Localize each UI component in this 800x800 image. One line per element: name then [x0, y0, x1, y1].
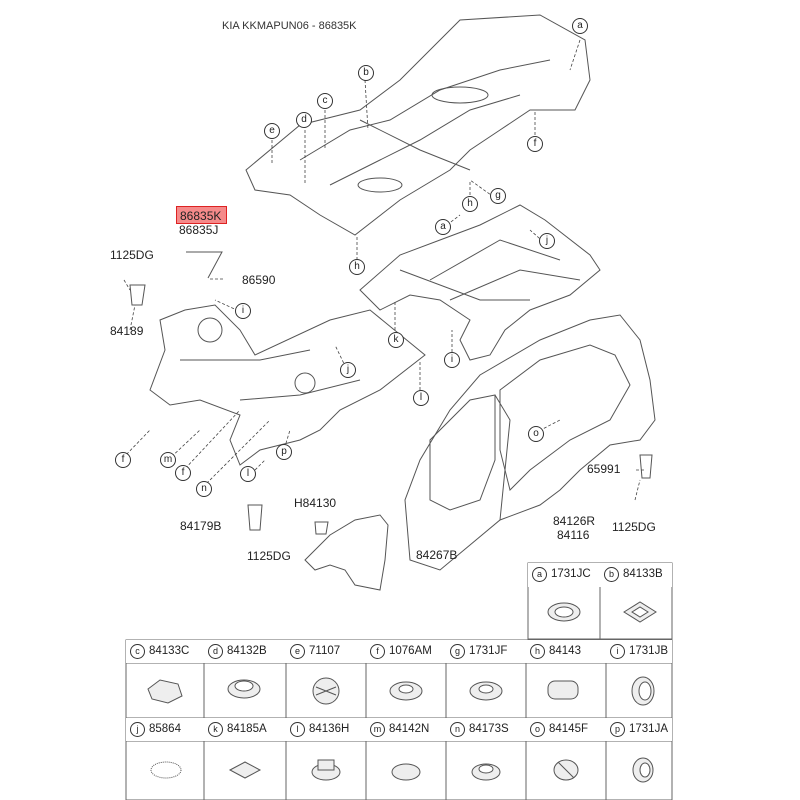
callout-a-frame[interactable]: a: [435, 219, 451, 235]
callout-h-top[interactable]: h: [462, 196, 478, 212]
legend-letter: n: [450, 722, 465, 737]
legend-code: 84133B: [623, 568, 663, 580]
fender-shape: [304, 514, 389, 591]
part-label-h84130[interactable]: H84130: [294, 496, 337, 510]
callout-p[interactable]: p: [276, 444, 292, 460]
callout-c[interactable]: c: [317, 93, 333, 109]
legend-code: 1731JF: [469, 645, 508, 657]
legend-cell-l[interactable]: l 84136H: [286, 718, 366, 741]
callout-i-left[interactable]: i: [235, 303, 251, 319]
callout-k[interactable]: k: [388, 332, 404, 348]
callout-f-mid[interactable]: f: [175, 465, 191, 481]
legend-letter: j: [130, 722, 145, 737]
legend-cell-e[interactable]: e 71107: [286, 640, 366, 663]
legend-code: 1731JB: [629, 645, 669, 657]
legend-code: 84132B: [227, 645, 267, 657]
legend-letter: g: [450, 644, 465, 659]
legend-code: 1731JC: [551, 568, 591, 580]
side-panel-shape: [404, 314, 656, 571]
callout-n[interactable]: n: [196, 481, 212, 497]
legend-cell-o[interactable]: o 84145F: [526, 718, 606, 741]
legend-cell-m[interactable]: m 84142N: [366, 718, 446, 741]
part-label-1125dg-bottom[interactable]: 1125DG: [247, 549, 291, 563]
callout-l-left[interactable]: l: [240, 466, 256, 482]
callout-f-left[interactable]: f: [115, 452, 131, 468]
part-label-84126r[interactable]: 84126R: [553, 514, 596, 528]
legend-cell-i[interactable]: i 1731JB: [606, 640, 672, 663]
legend-cell-f[interactable]: f 1076AM: [366, 640, 446, 663]
highlighted-part-label[interactable]: 86835K: [176, 206, 227, 224]
callout-i-mid[interactable]: i: [444, 352, 460, 368]
callout-g[interactable]: g: [490, 188, 506, 204]
legend-code: 84143: [549, 645, 581, 657]
part-label-86590[interactable]: 86590: [242, 273, 276, 287]
legend-letter: b: [604, 567, 619, 582]
legend-code: 71107: [309, 645, 341, 657]
rear-frame-shape: [359, 204, 601, 361]
legend-letter: f: [370, 644, 385, 659]
callout-d[interactable]: d: [296, 112, 312, 128]
part-label-1125dg-left[interactable]: 1125DG: [110, 248, 154, 262]
legend-code: 84145F: [549, 723, 589, 735]
legend-code: 84136H: [309, 723, 350, 735]
part-label-84116[interactable]: 84116: [557, 528, 590, 542]
callout-j-top[interactable]: j: [539, 233, 555, 249]
legend-letter: d: [208, 644, 223, 659]
legend-cell-k[interactable]: k 84185A: [204, 718, 286, 741]
part-label-84267b[interactable]: 84267B: [416, 548, 458, 562]
legend-cell-d[interactable]: d 84132B: [204, 640, 286, 663]
legend-letter: m: [370, 722, 385, 737]
front-frame-shape: [149, 304, 426, 466]
callout-b[interactable]: b: [358, 65, 374, 81]
part-label-84179b[interactable]: 84179B: [180, 519, 222, 533]
part-label-65991[interactable]: 65991: [587, 462, 621, 476]
legend-letter: o: [530, 722, 545, 737]
legend-cell-b[interactable]: b 84133B: [600, 563, 672, 587]
legend-cell-p[interactable]: p 1731JA: [606, 718, 672, 741]
legend-cell-a[interactable]: a 1731JC: [528, 563, 601, 587]
legend-code: 84133C: [149, 645, 190, 657]
callout-l[interactable]: l: [413, 390, 429, 406]
legend-cell-h[interactable]: h 84143: [526, 640, 606, 663]
legend-letter: c: [130, 644, 145, 659]
callout-j-mid[interactable]: j: [340, 362, 356, 378]
legend-code: 1731JA: [629, 723, 669, 735]
legend-cell-j[interactable]: j 85864: [126, 718, 204, 741]
part-label-86835j[interactable]: 86835J: [179, 223, 219, 237]
callout-e[interactable]: e: [264, 123, 280, 139]
legend-code: 84185A: [227, 723, 267, 735]
legend-letter: k: [208, 722, 223, 737]
callout-h-left[interactable]: h: [349, 259, 365, 275]
legend-letter: h: [530, 644, 545, 659]
legend-letter: p: [610, 722, 625, 737]
floor-pan-shape: [245, 14, 591, 236]
legend-cell-g[interactable]: g 1731JF: [446, 640, 526, 663]
legend-letter: e: [290, 644, 305, 659]
callout-m[interactable]: m: [160, 452, 176, 468]
part-label-1125dg-right[interactable]: 1125DG: [612, 520, 656, 534]
legend-cell-n[interactable]: n 84173S: [446, 718, 526, 741]
legend-letter: a: [532, 567, 547, 582]
part-label-84189[interactable]: 84189: [110, 324, 144, 338]
legend-letter: i: [610, 644, 625, 659]
diagram-title: KIA KKMAPUN06 - 86835K: [222, 20, 357, 32]
highlighted-part-code: 86835K: [180, 209, 222, 223]
legend-code: 85864: [149, 723, 181, 735]
legend-code: 1076AM: [389, 645, 432, 657]
legend-cell-c[interactable]: c 84133C: [126, 640, 204, 663]
legend-code: 84142N: [389, 723, 430, 735]
legend-code: 84173S: [469, 723, 509, 735]
legend-letter: l: [290, 722, 305, 737]
callout-f-top[interactable]: f: [527, 136, 543, 152]
callout-a[interactable]: a: [572, 18, 588, 34]
callout-o[interactable]: o: [528, 426, 544, 442]
